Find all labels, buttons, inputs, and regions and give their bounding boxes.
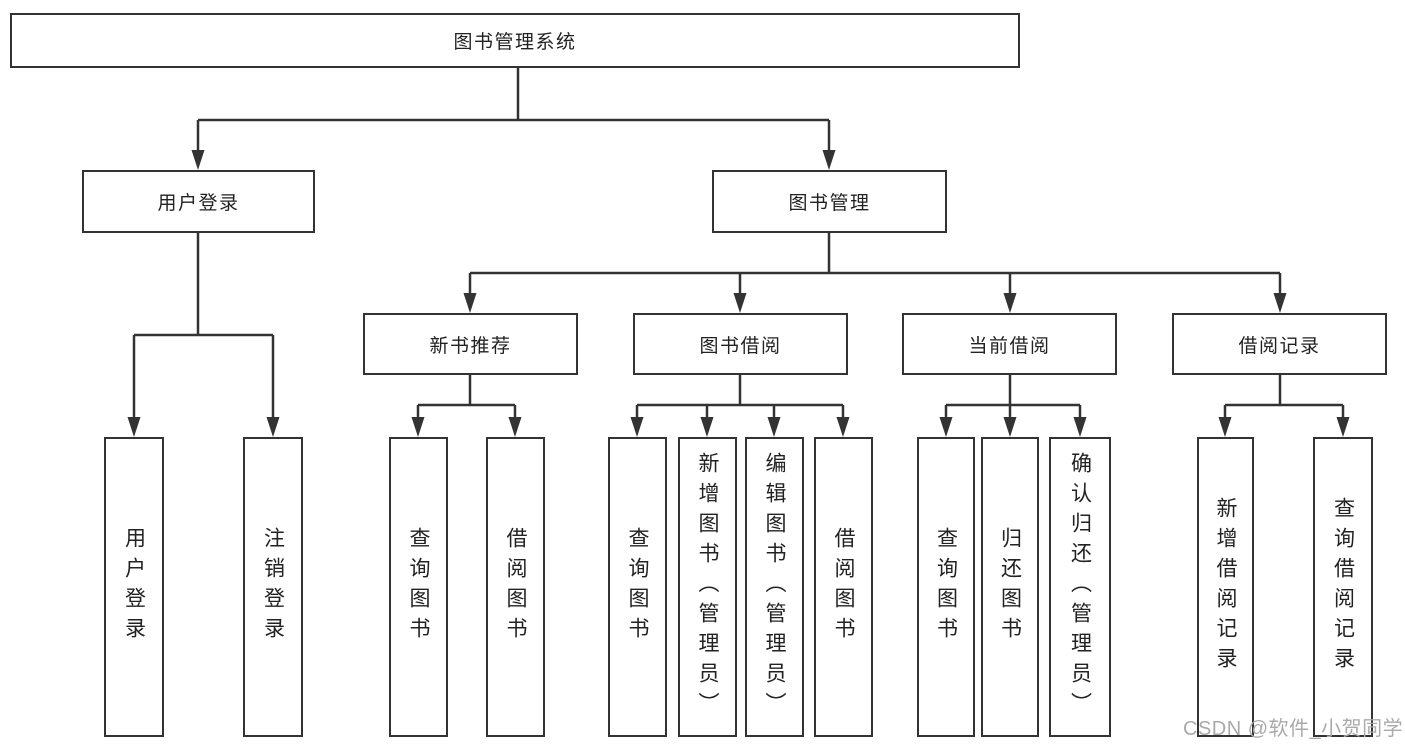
node-leaf-bb-borrow-books: 借阅图书: [814, 437, 873, 737]
csdn-watermark: CSDN @软件_小贺同学: [1183, 718, 1404, 740]
arrowhead-new-book-rec: [463, 293, 477, 313]
node-book-mgmt: 图书管理: [712, 170, 947, 233]
connector-book-mgmt-to-level3: [468, 233, 1282, 295]
node-leaf-user-login: 用户登录: [104, 437, 164, 737]
arrowhead-leaf-rec-query: [411, 417, 425, 437]
node-new-book-rec: 新书推荐: [363, 313, 578, 375]
connector-book-borrow-to-leaves: [635, 375, 845, 419]
node-leaf-cb-confirm-return: 确认归还（管理员）: [1049, 437, 1111, 737]
connector-current-borrow-to-leaves: [944, 375, 1082, 419]
connector-root-to-level2: [196, 68, 831, 152]
node-leaf-cb-return-books: 归还图书: [981, 437, 1039, 737]
arrowhead-borrow-records: [1273, 293, 1287, 313]
arrowhead-leaf-bb-borrow: [836, 417, 850, 437]
arrowhead-leaf-br-add: [1218, 417, 1232, 437]
connector-new-book-rec-to-leaves: [416, 375, 517, 419]
node-leaf-br-add-record: 新增借阅记录: [1197, 437, 1254, 737]
arrowhead-leaf-br-query: [1336, 417, 1350, 437]
node-leaf-rec-query-books: 查询图书: [389, 437, 448, 737]
node-leaf-bb-add-books: 新增图书（管理员）: [678, 437, 737, 737]
node-current-borrow: 当前借阅: [902, 313, 1117, 375]
arrowhead-current-borrow: [1003, 293, 1017, 313]
arrowhead-leaf-bb-edit: [767, 417, 781, 437]
arrowhead-leaf-cb-return: [1003, 417, 1017, 437]
arrowhead-leaf-cb-confirm: [1073, 417, 1087, 437]
node-user-login: 用户登录: [82, 170, 315, 233]
node-book-borrow: 图书借阅: [633, 313, 848, 375]
arrowhead-leaf-user-login: [127, 417, 141, 437]
connector-user-login-to-leaves: [132, 233, 275, 419]
arrowhead-leaf-cb-query: [939, 417, 953, 437]
node-leaf-bb-query-books: 查询图书: [608, 437, 667, 737]
arrowhead-book-mgmt: [822, 150, 836, 170]
node-root: 图书管理系统: [10, 13, 1020, 68]
node-leaf-br-query-record: 查询借阅记录: [1313, 437, 1373, 737]
arrowhead-leaf-rec-borrow: [508, 417, 522, 437]
arrowhead-book-borrow: [733, 293, 747, 313]
arrowhead-user-login: [191, 150, 205, 170]
node-leaf-logout: 注销登录: [243, 437, 303, 737]
node-leaf-rec-borrow-books: 借阅图书: [486, 437, 545, 737]
connector-borrow-records-to-leaves: [1223, 375, 1345, 419]
arrowhead-leaf-bb-add: [700, 417, 714, 437]
arrowhead-leaf-logout: [266, 417, 280, 437]
node-borrow-records: 借阅记录: [1172, 313, 1387, 375]
node-leaf-bb-edit-books: 编辑图书（管理员）: [745, 437, 804, 737]
arrowhead-leaf-bb-query: [630, 417, 644, 437]
node-leaf-cb-query-books: 查询图书: [917, 437, 975, 737]
